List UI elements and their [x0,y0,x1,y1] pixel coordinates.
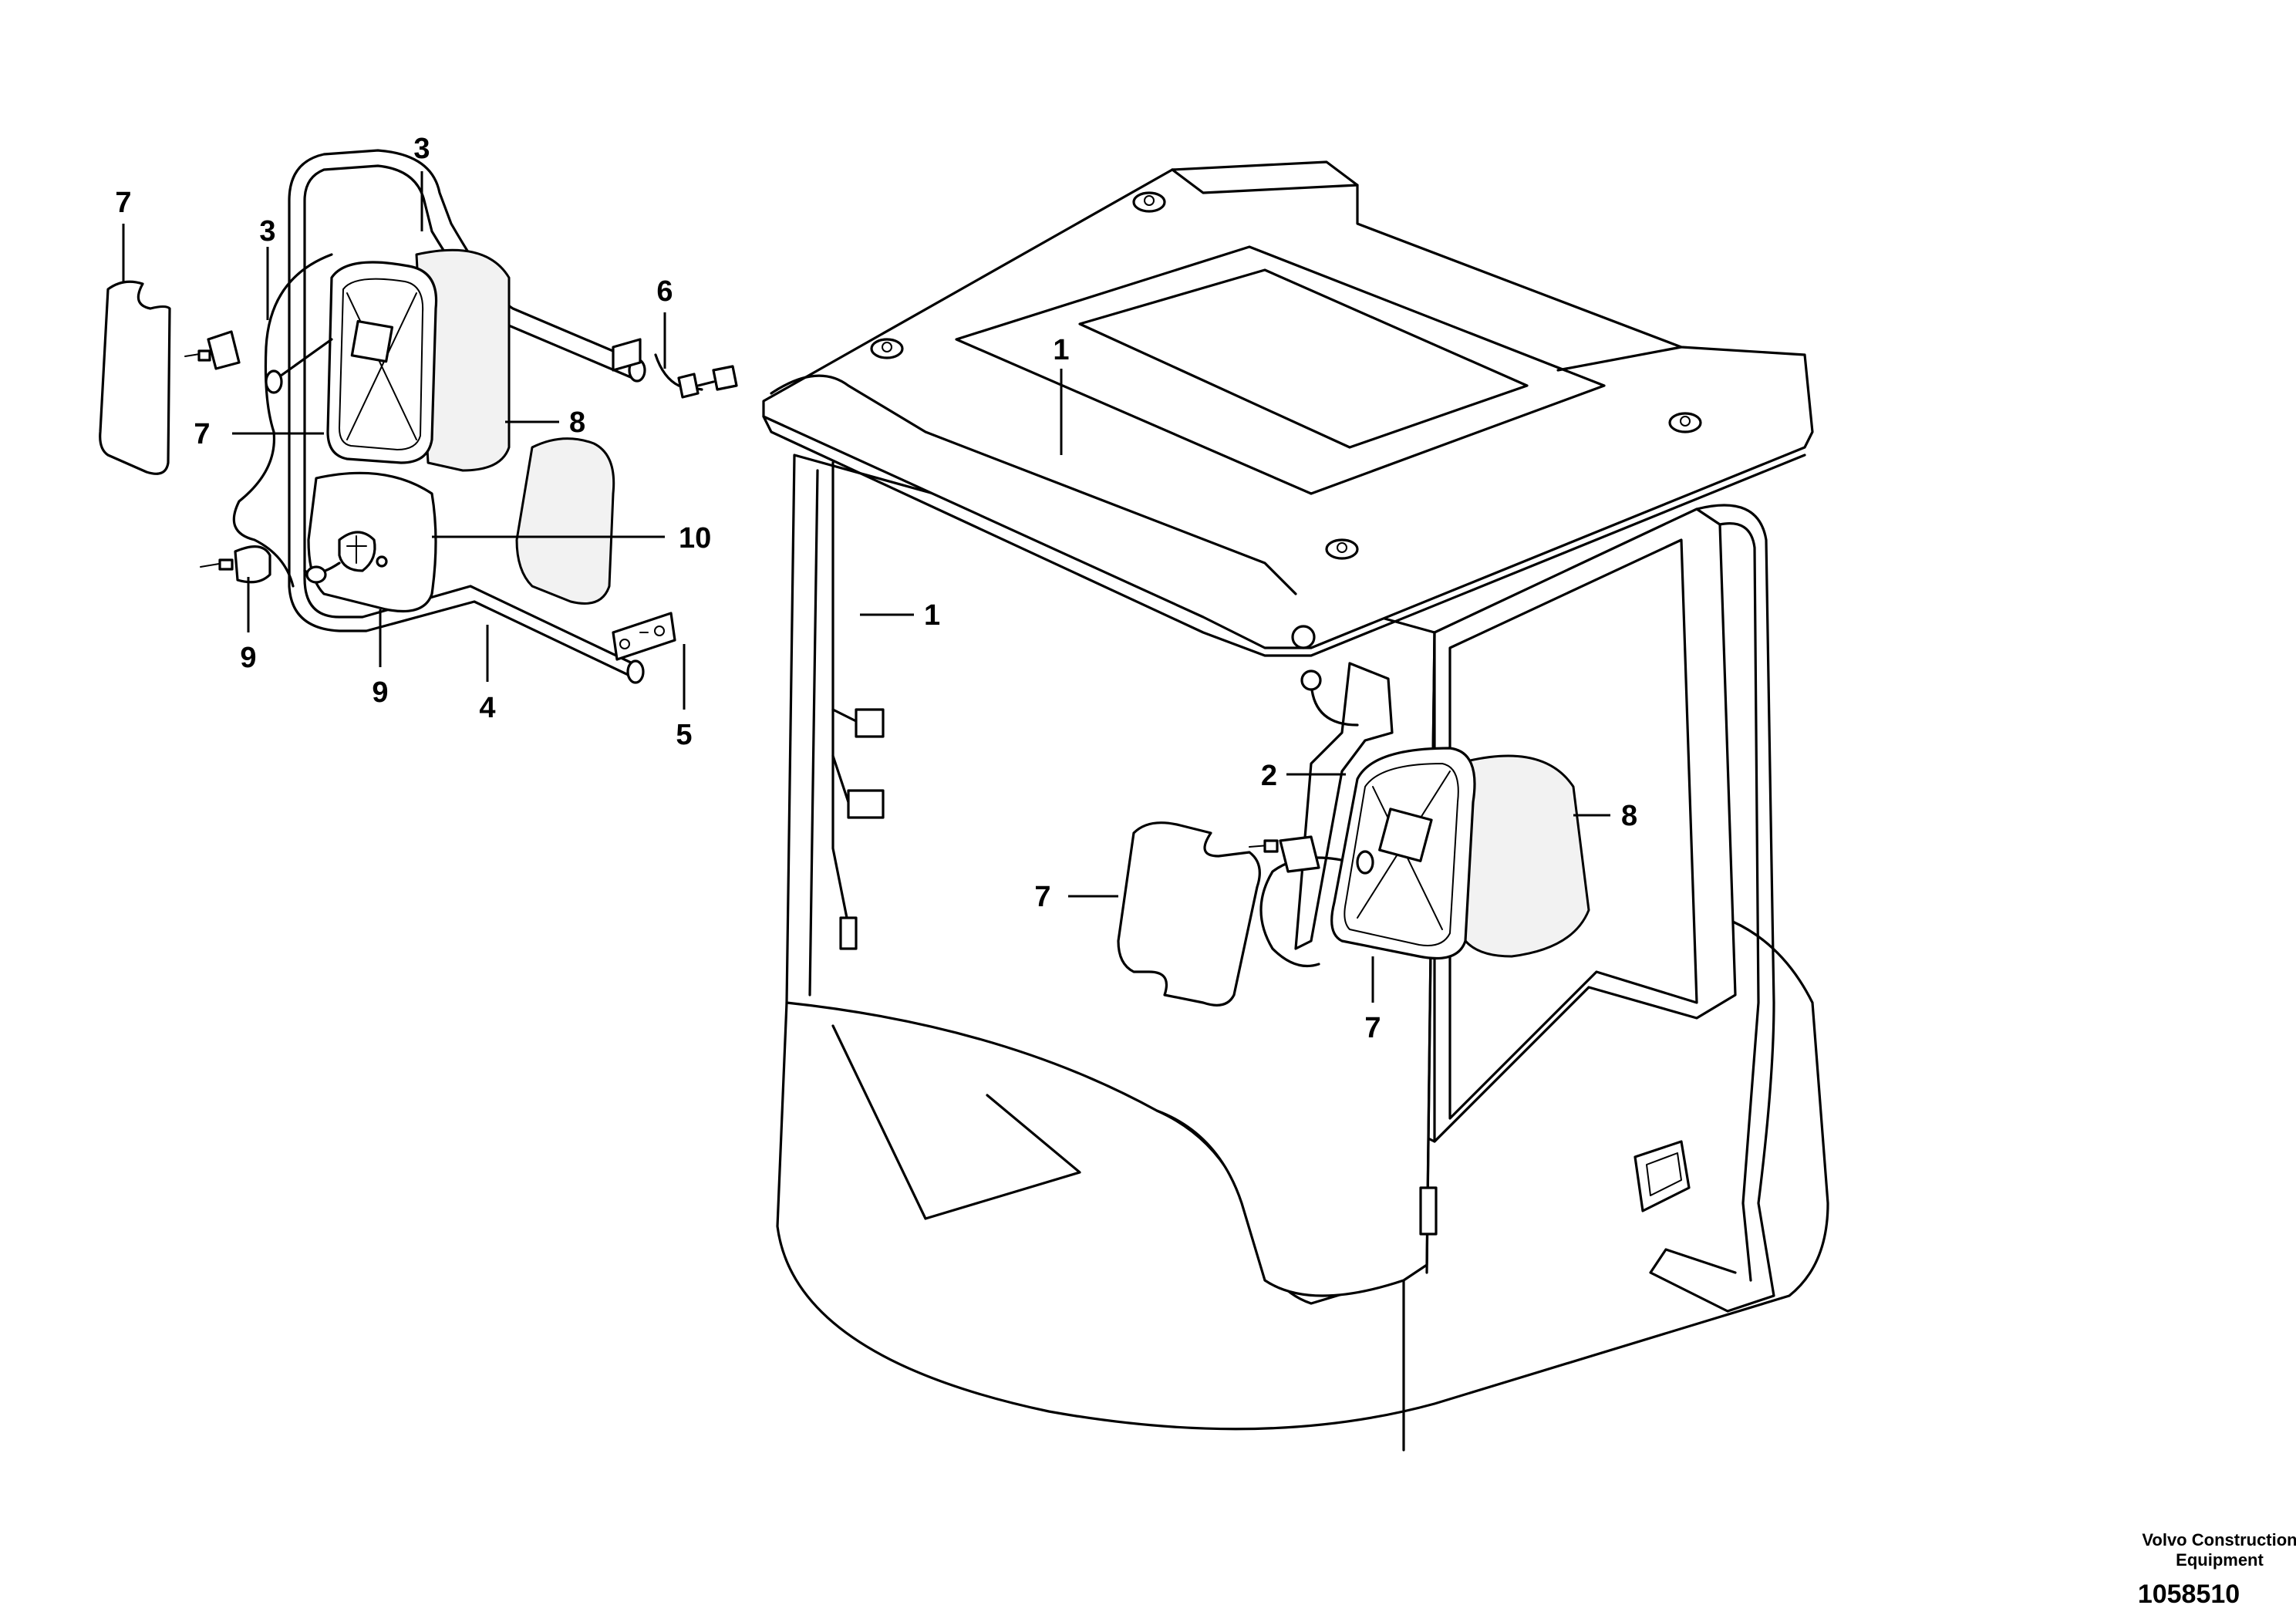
company-name-line2: Equipment [2176,1550,2264,1570]
callout-7-mirror-right: 7 [1364,1012,1381,1044]
callout-3-cable: 3 [259,215,275,248]
roof-bolt [870,338,904,359]
callout-2-bracket: 2 [1261,760,1277,792]
callout-10-glass: 10 [679,522,711,555]
left-mirror-assembly [99,149,738,684]
callout-labels: 1 1 2 3 3 4 5 6 7 7 7 7 8 8 9 9 10 [115,133,1637,1044]
callout-6-connector: 6 [656,275,673,308]
drawing-number: 1058510 [2138,1580,2240,1609]
leader-lines [122,171,1610,1003]
roof-bolt [1132,191,1166,213]
callout-7-glass-left: 7 [115,187,131,219]
callout-8-backplate-left: 8 [569,406,585,439]
right-mirror-assembly [1117,662,1590,1007]
callout-7-glass-right: 7 [1034,881,1050,913]
roof-bolt [1668,412,1702,433]
drawing-footer: Volvo Construction Equipment 1058510 [2138,1530,2296,1609]
callout-3-arm: 3 [413,133,430,165]
roof-bolt [1325,538,1359,560]
callout-5-bracket: 5 [676,719,692,751]
callout-8-backplate-right: 8 [1621,800,1637,832]
company-name-line1: Volvo Construction [2142,1530,2296,1549]
cab-body [776,454,1829,1452]
callout-4-arm: 4 [479,692,495,724]
callout-9-lamp: 9 [240,642,256,674]
callout-1-roof-harness: 1 [1053,334,1069,366]
cab-roof [762,160,1814,657]
callout-1-front-harness: 1 [924,599,940,632]
wiring-harness [770,374,1316,950]
callout-9-housing: 9 [372,676,388,709]
callout-7-mirror-left: 7 [194,418,210,450]
